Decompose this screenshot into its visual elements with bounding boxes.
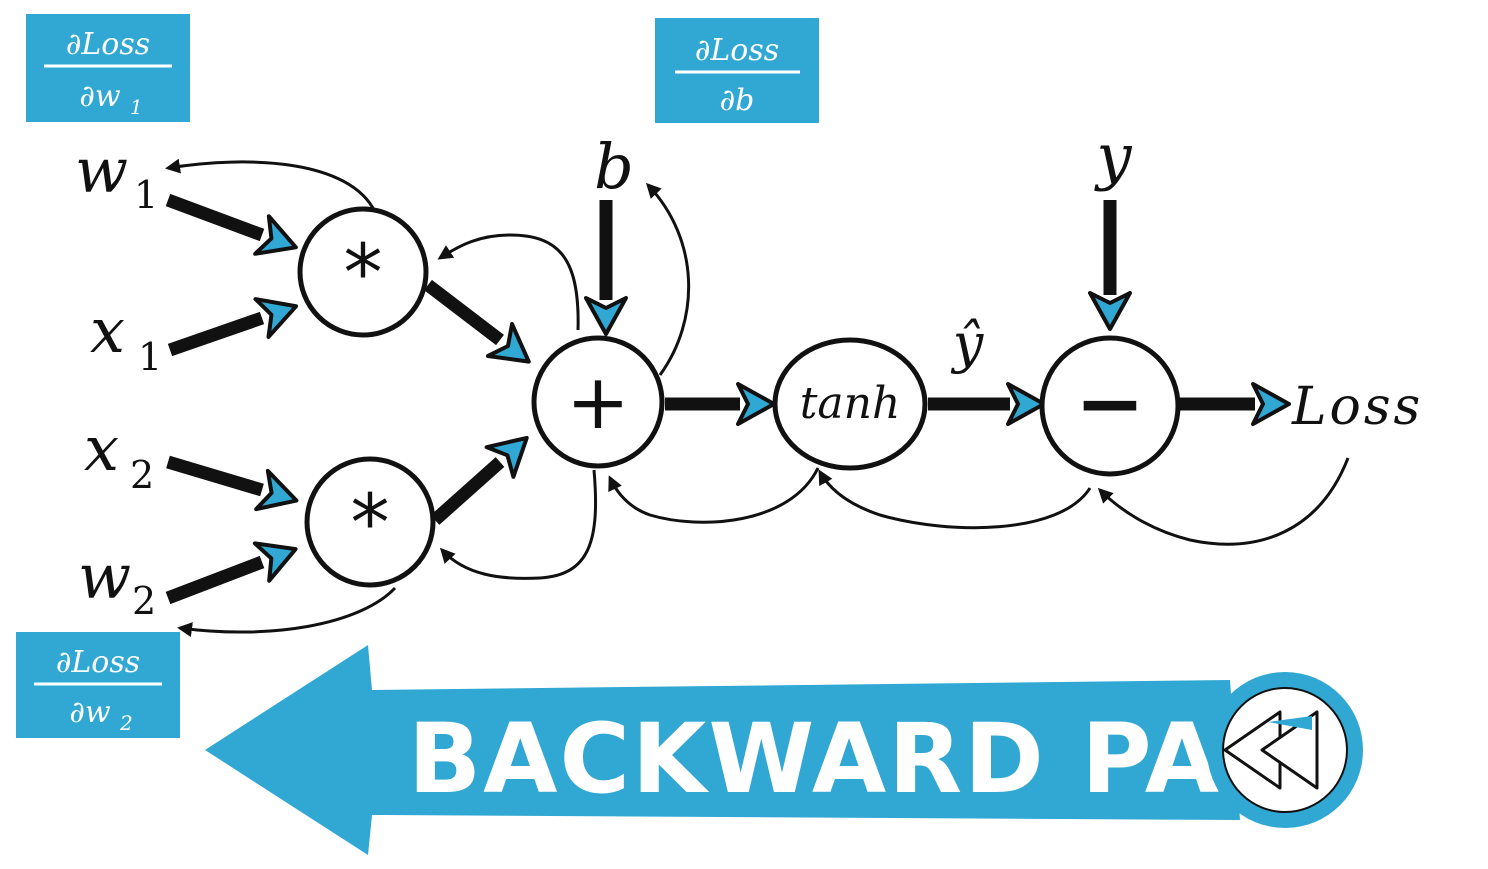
grad-w2-denominator-sub: 2 [119, 711, 133, 735]
back-curve-sub-to-tanh [818, 469, 1092, 530]
backward-curves [165, 158, 1350, 638]
back-curve-add-to-mul-bottom [439, 469, 598, 580]
arrowhead-x1 [253, 297, 299, 339]
label-b: b [594, 130, 634, 203]
grad-w1-denominator: ∂w [79, 79, 121, 114]
back-curve-mul-top-to-w1 [165, 158, 377, 213]
grad-w1-numerator: ∂Loss [66, 27, 150, 62]
grad-b-denominator: ∂b [720, 83, 755, 118]
label-y: y [1093, 120, 1132, 193]
backward-pass-banner: BACKWARD PASS [205, 645, 1363, 855]
node-tanh-label: tanh [800, 378, 901, 429]
svg-text:w: w [75, 134, 128, 207]
label-x2: x 2 [84, 412, 154, 497]
node-sub-circle [1039, 335, 1181, 477]
arrowhead-sub-loss [1251, 382, 1291, 426]
grad-b-numerator: ∂Loss [695, 33, 779, 68]
back-curve-mul-bottom-to-w2 [177, 586, 397, 638]
edge-mul-top-add [424, 279, 504, 346]
svg-text:x: x [84, 412, 119, 485]
back-curve-tanh-to-add [608, 467, 820, 524]
svg-text:w: w [78, 540, 131, 613]
svg-text:1: 1 [138, 335, 162, 379]
banner-label: BACKWARD PASS [408, 703, 1359, 815]
grad-box-b: ∂Loss ∂b [655, 18, 819, 123]
edge-x1-mul-top [167, 311, 265, 357]
node-add-circle [531, 335, 665, 469]
svg-text:2: 2 [130, 453, 154, 497]
grad-w1-denominator-sub: 1 [130, 95, 143, 119]
node-add-label: + [566, 357, 630, 446]
node-sub-label: − [1075, 354, 1145, 452]
arrowhead-w2 [252, 541, 298, 583]
arrowhead-add-tanh [736, 382, 776, 426]
node-mul-bottom-label: * [351, 479, 390, 569]
grad-w2-denominator: ∂w [69, 695, 111, 730]
node-mul-top-label: * [344, 229, 383, 319]
edge-x2-mul-bottom [166, 455, 264, 497]
arrowhead-mul-bottom-add [484, 435, 529, 479]
edge-mul-bottom-add [430, 457, 505, 525]
back-curve-add-to-b [645, 182, 691, 376]
rewind-icon [1207, 672, 1363, 828]
grad-box-w2: ∂Loss ∂w 2 [16, 632, 180, 738]
label-loss: Loss [1291, 377, 1423, 437]
label-w1: w 1 [75, 134, 158, 217]
back-curve-add-to-mul-top [437, 233, 580, 331]
operation-nodes [297, 206, 1181, 588]
node-mul-top-circle [297, 206, 429, 338]
banner-arrow-shape [205, 645, 1240, 855]
edge-w1-mul-top [165, 193, 265, 242]
arrowhead-w1 [253, 214, 298, 256]
node-mul-bottom-circle [304, 456, 436, 588]
node-tanh-circle [772, 337, 928, 471]
edge-w2-mul-bottom [165, 555, 265, 605]
arrowhead-y [1088, 291, 1132, 331]
svg-text:2: 2 [132, 579, 156, 623]
label-y-hat: ŷ [951, 312, 985, 375]
label-w2: w 2 [78, 540, 156, 623]
grad-box-w1: ∂Loss ∂w 1 [26, 14, 190, 122]
arrowhead-b [584, 296, 628, 336]
back-curve-loss-to-sub [1097, 457, 1350, 546]
arrowhead-x2 [254, 468, 299, 512]
forward-arrowheads [252, 214, 1291, 583]
arrowhead-mul-top-add [485, 322, 531, 364]
forward-edges [165, 193, 1255, 605]
arrowhead-tanh-sub [1006, 382, 1046, 426]
label-x1: x 1 [90, 294, 162, 379]
svg-text:1: 1 [134, 173, 158, 217]
svg-text:x: x [90, 294, 125, 367]
grad-w2-numerator: ∂Loss [56, 645, 140, 680]
